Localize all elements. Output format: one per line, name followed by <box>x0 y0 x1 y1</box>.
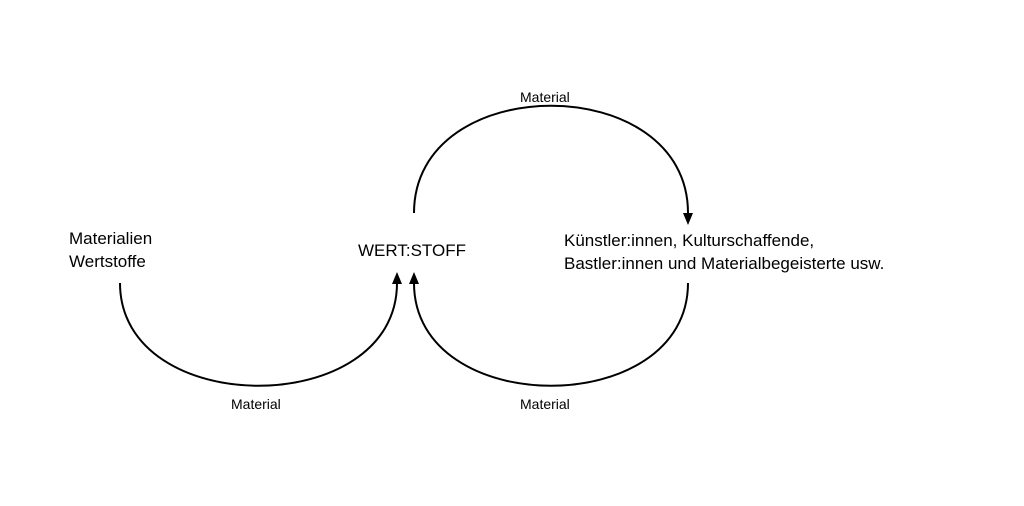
arrow-target-to-center <box>413 282 689 387</box>
edge-label-bottom-right: Material <box>520 396 570 412</box>
node-target-line2: Bastler:innen und Materialbegeisterte us… <box>564 254 885 273</box>
edge-label-bottom-left: Material <box>231 396 281 412</box>
arrowhead-target <box>683 213 693 225</box>
node-source-line2: Wertstoffe <box>69 252 146 271</box>
arrowhead-center-right <box>409 272 419 284</box>
arrowhead-center-left <box>392 272 402 284</box>
node-center: WERT:STOFF <box>358 241 466 260</box>
edge-label-top: Material <box>520 89 570 105</box>
arrow-center-to-target <box>413 104 689 214</box>
node-target-line1: Künstler:innen, Kulturschaffende, <box>564 231 815 250</box>
arrow-source-to-center <box>119 282 398 387</box>
node-source-line1: Materialien <box>69 229 153 248</box>
